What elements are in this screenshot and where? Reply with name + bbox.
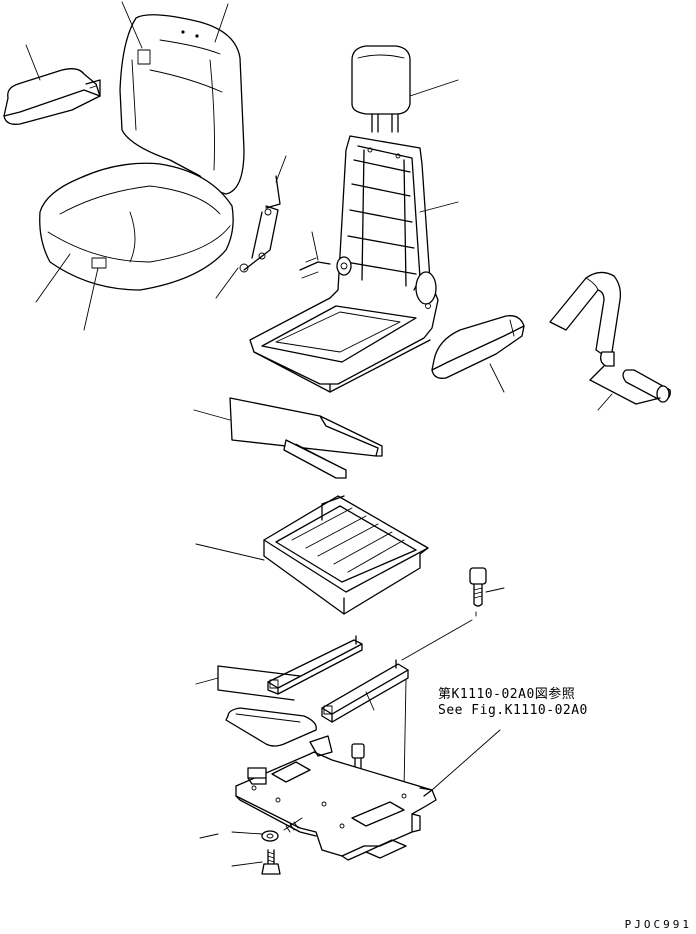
bolt-upper	[401, 567, 505, 661]
backrest-cushion	[119, 1, 245, 195]
figure-reference-en: See Fig.K1110-02A0	[438, 703, 588, 718]
cover-plates	[193, 397, 383, 479]
slide-rail-right	[321, 659, 409, 723]
figure-reference-jp: 第K1110-02A0図参照	[438, 687, 576, 702]
headrest	[351, 45, 459, 133]
mounting-plate	[235, 729, 501, 861]
seat-frame	[249, 135, 459, 393]
slide-rail-left	[267, 635, 363, 695]
drawing-code: PJOC991	[624, 918, 692, 931]
right-armrest	[431, 315, 525, 393]
armrest-bracket	[549, 271, 671, 411]
link-rod	[215, 155, 287, 299]
washer	[199, 830, 279, 842]
slide-rail-leader	[195, 665, 317, 747]
storage-tray	[195, 495, 429, 615]
bolt-lower	[231, 849, 281, 875]
bolt-middle	[351, 679, 407, 791]
left-armrest	[3, 44, 101, 125]
seat-cushion	[35, 162, 234, 331]
